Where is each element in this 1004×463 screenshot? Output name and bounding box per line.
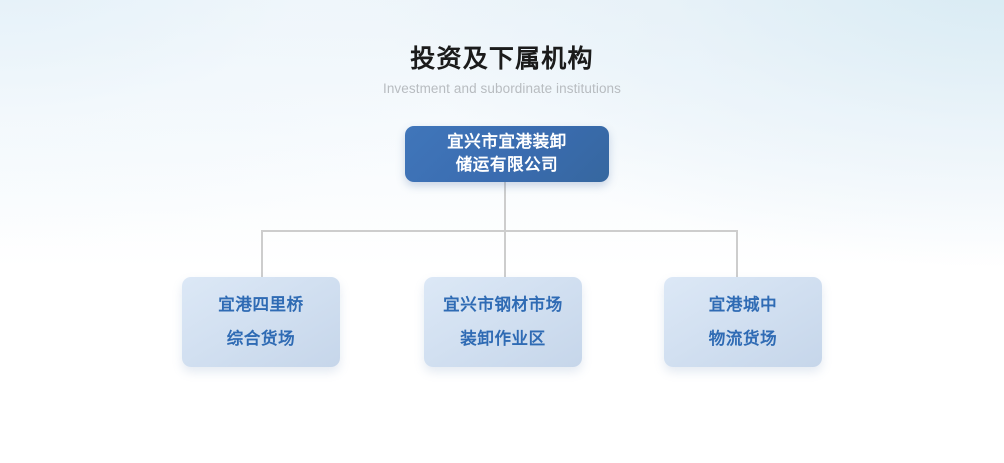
org-node-child-2-line-1: 宜港城中 — [708, 296, 778, 314]
org-node-root[interactable]: 宜兴市宜港装卸 储运有限公司 — [405, 126, 609, 182]
org-node-child-1[interactable]: 宜兴市钢材市场 装卸作业区 — [424, 277, 582, 367]
chart-heading: 投资及下属机构 Investment and subordinate insti… — [0, 44, 1004, 98]
connector-horizontal-bus — [261, 230, 738, 232]
connector-drop-child-0 — [261, 230, 263, 278]
org-node-child-1-line-1: 宜兴市钢材市场 — [443, 296, 563, 314]
org-node-child-2-line-2: 物流货场 — [708, 330, 778, 348]
org-node-child-2[interactable]: 宜港城中 物流货场 — [664, 277, 822, 367]
org-node-child-0[interactable]: 宜港四里桥 综合货场 — [182, 277, 340, 367]
org-node-child-1-line-2: 装卸作业区 — [460, 330, 546, 348]
page-title: 投资及下属机构 — [410, 45, 594, 73]
org-node-root-line-1: 宜兴市宜港装卸 — [447, 133, 567, 151]
org-node-child-0-line-2: 综合货场 — [226, 330, 296, 348]
connector-drop-child-2 — [736, 230, 738, 278]
connector-drop-child-1 — [504, 230, 506, 278]
connector-root-stem — [504, 181, 506, 232]
page-subtitle: Investment and subordinate institutions — [382, 81, 622, 96]
org-node-root-line-2: 储运有限公司 — [455, 156, 559, 174]
org-node-child-0-line-1: 宜港四里桥 — [218, 296, 304, 314]
